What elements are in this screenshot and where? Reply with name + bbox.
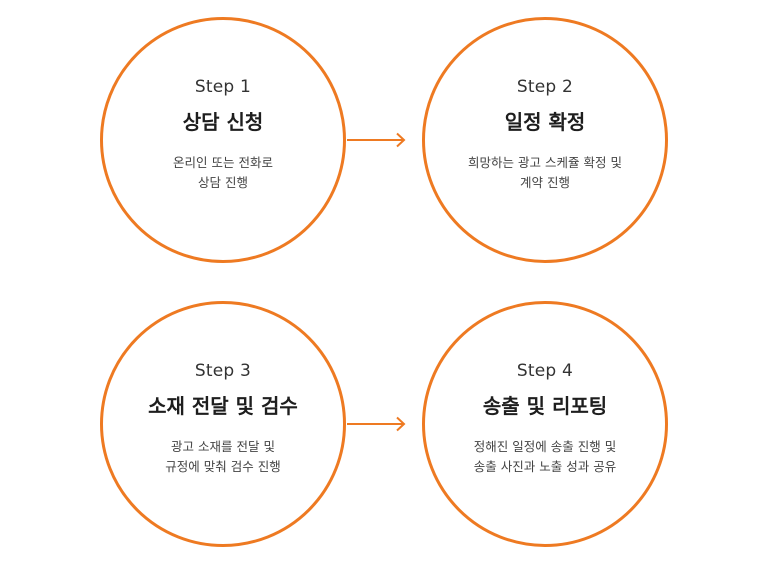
step-4-circle: Step 4 송출 및 리포팅 정해진 일정에 송출 진행 및 송출 사진과 노…	[422, 301, 668, 547]
step-1-description: 온리인 또는 전화로 상담 진행	[113, 153, 333, 193]
step-4-description-line: 정해진 일정에 송출 진행 및	[473, 439, 617, 454]
arrow-right-icon	[347, 416, 407, 432]
step-4-label: Step 4	[516, 361, 574, 381]
step-2-title: 일정 확정	[504, 110, 586, 134]
step-1-description-line: 온리인 또는 전화로	[173, 155, 273, 170]
step-2-label: Step 2	[516, 77, 574, 97]
step-3-description-line: 규정에 맞춰 검수 진행	[165, 459, 281, 474]
step-3-description: 광고 소재를 전달 및 규정에 맞춰 검수 진행	[113, 437, 333, 477]
step-1-title: 상담 신청	[182, 110, 264, 134]
step-4-description-line: 송출 사진과 노출 성과 공유	[473, 459, 617, 474]
step-2-description: 희망하는 광고 스케쥴 확정 및 계약 진행	[435, 153, 655, 193]
step-2-circle: Step 2 일정 확정 희망하는 광고 스케쥴 확정 및 계약 진행	[422, 17, 668, 263]
step-4-title: 송출 및 리포팅	[482, 394, 608, 418]
step-1-label: Step 1	[194, 77, 252, 97]
step-3-title: 소재 전달 및 검수	[148, 394, 298, 418]
arrow-right-icon	[347, 132, 407, 148]
step-1-description-line: 상담 진행	[198, 175, 248, 190]
step-2-description-line: 희망하는 광고 스케쥴 확정 및	[468, 155, 622, 170]
step-3-label: Step 3	[194, 361, 252, 381]
step-2-description-line: 계약 진행	[520, 175, 570, 190]
step-1-circle: Step 1 상담 신청 온리인 또는 전화로 상담 진행	[100, 17, 346, 263]
step-3-circle: Step 3 소재 전달 및 검수 광고 소재를 전달 및 규정에 맞춰 검수 …	[100, 301, 346, 547]
step-4-description: 정해진 일정에 송출 진행 및 송출 사진과 노출 성과 공유	[435, 437, 655, 477]
step-3-description-line: 광고 소재를 전달 및	[171, 439, 275, 454]
